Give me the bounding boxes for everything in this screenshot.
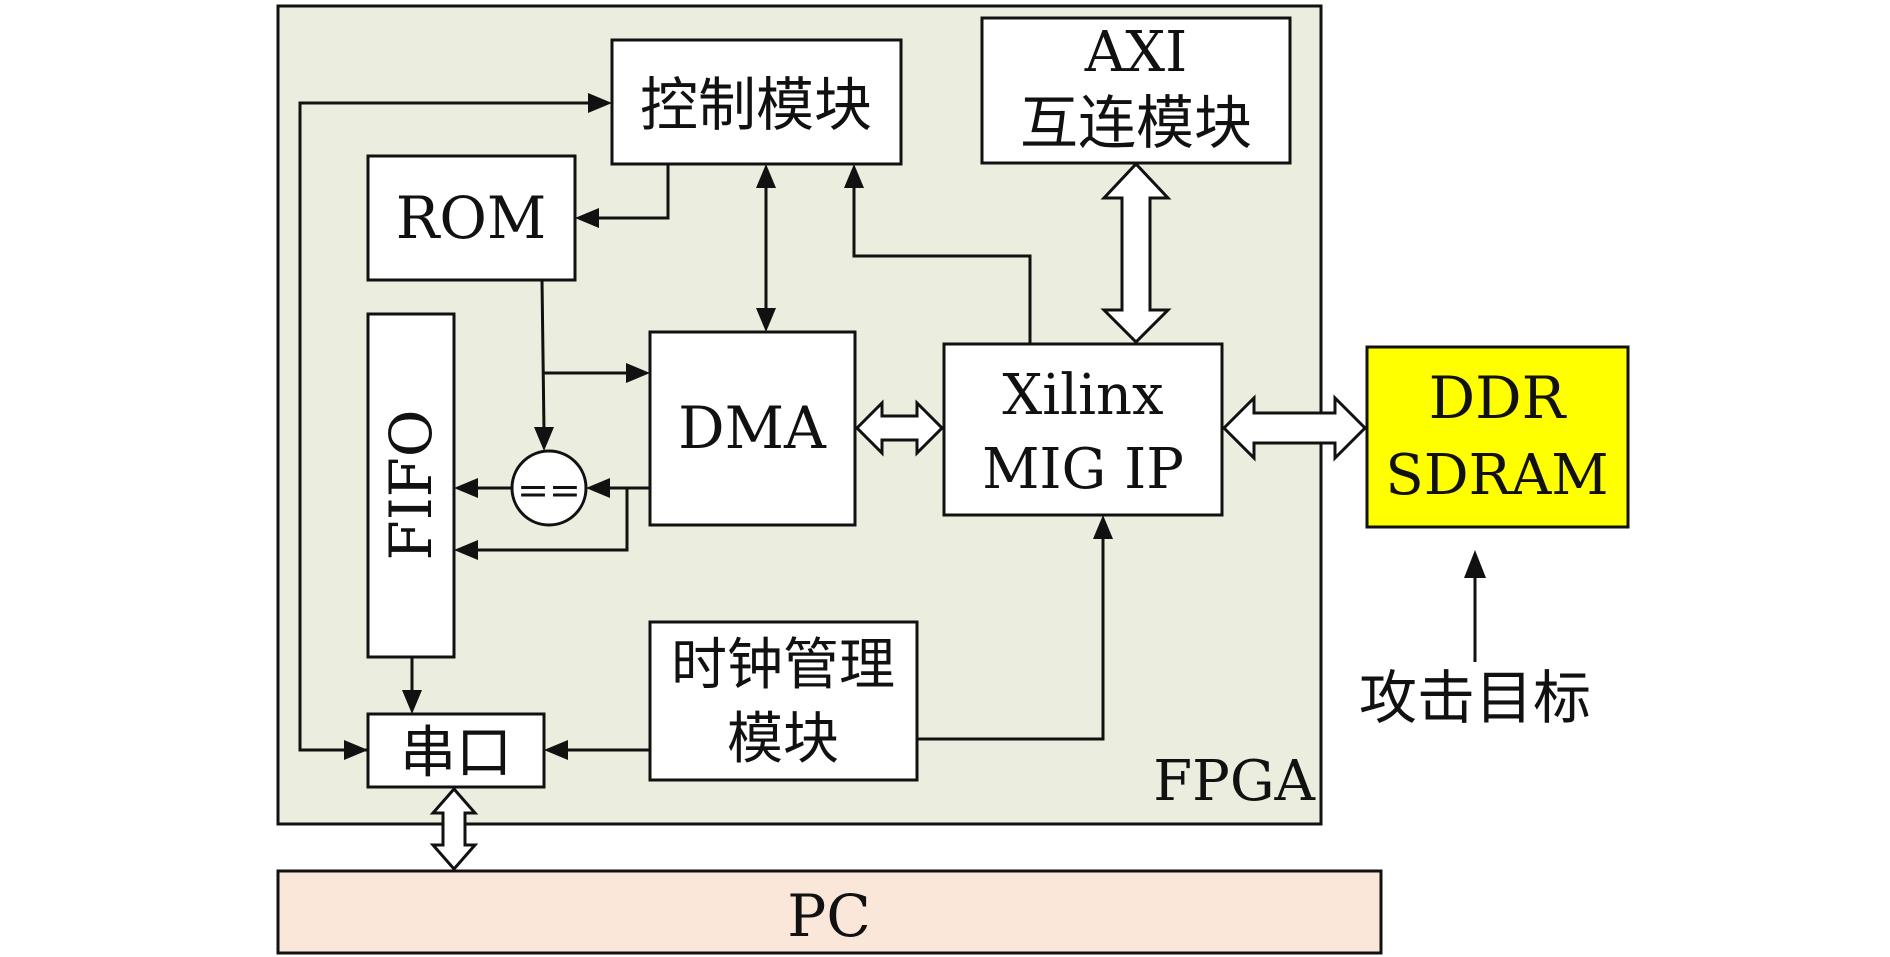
- arrow-head-serial-in-left: [344, 740, 368, 760]
- arrow-head-control-up: [756, 164, 776, 188]
- xilinx-mig-ip-block: [942, 342, 1224, 517]
- comparator-label: ==: [517, 468, 581, 512]
- dma-label: DMA: [678, 394, 827, 462]
- arrow-head-fifo-in-upper: [454, 478, 478, 498]
- axi-label-line1: AXI: [1084, 20, 1187, 85]
- control-module-block: [610, 38, 903, 166]
- arrow-head-control-from-mig: [844, 164, 864, 188]
- arrow-head-rom-in: [575, 208, 599, 228]
- arrow-head-serial-in-top: [402, 690, 422, 714]
- ddr-sdram-block: [1365, 345, 1630, 529]
- wire-control-to-rom: [597, 164, 670, 220]
- serial-port-block: [366, 712, 546, 789]
- axi-label-line2: 互连模块: [1020, 89, 1252, 157]
- arrow-head-mig-in-bottom: [1093, 515, 1113, 539]
- wire-clock-to-mig: [917, 537, 1105, 741]
- arrow-head-comparator-in-top: [534, 427, 554, 451]
- mig-label-line1: Xilinx: [1002, 363, 1163, 428]
- arrow-head-comparator-in-right: [586, 478, 610, 498]
- wire-dma-to-fifo-lower: [476, 488, 629, 552]
- clock-management-block: [648, 620, 919, 782]
- wire-rom-down: [540, 279, 546, 432]
- ddr-label-line2: SDRAM: [1385, 443, 1608, 508]
- fpga-label: FPGA: [1153, 749, 1315, 814]
- wire-serial-to-control: [298, 101, 590, 752]
- arrow-head-serial-in-right: [544, 740, 568, 760]
- bus-arrow-axi-mig: [1100, 161, 1172, 345]
- bus-arrow-serial-pc: [429, 786, 479, 872]
- clock-label-line2: 模块: [727, 707, 839, 772]
- serial-port-label: 串口: [400, 721, 512, 786]
- wire-mig-to-control: [852, 186, 1032, 344]
- arrow-head-ddr-in-bottom: [1464, 550, 1486, 578]
- arrow-head-dma-from-rom: [626, 363, 650, 383]
- fifo-label: FIFO: [377, 410, 445, 561]
- clock-label-line1: 时钟管理: [671, 633, 895, 698]
- ddr-label-line1: DDR: [1429, 364, 1568, 432]
- arrow-head-control-in: [588, 93, 612, 113]
- arrow-head-fifo-in-lower: [454, 540, 478, 560]
- bus-arrow-mig-ddr: [1221, 394, 1368, 462]
- attack-target-label: 攻击目标: [1359, 664, 1591, 732]
- rom-label: ROM: [396, 184, 547, 252]
- mig-label-line2: MIG IP: [982, 437, 1184, 502]
- pc-label: PC: [787, 882, 870, 950]
- dma-block: [648, 330, 857, 527]
- pc-block: [276, 869, 1383, 955]
- arrow-head-dma-down: [756, 308, 776, 332]
- bus-arrow-dma-mig: [854, 399, 945, 457]
- rom-block: [366, 154, 577, 282]
- control-module-label: 控制模块: [640, 71, 872, 139]
